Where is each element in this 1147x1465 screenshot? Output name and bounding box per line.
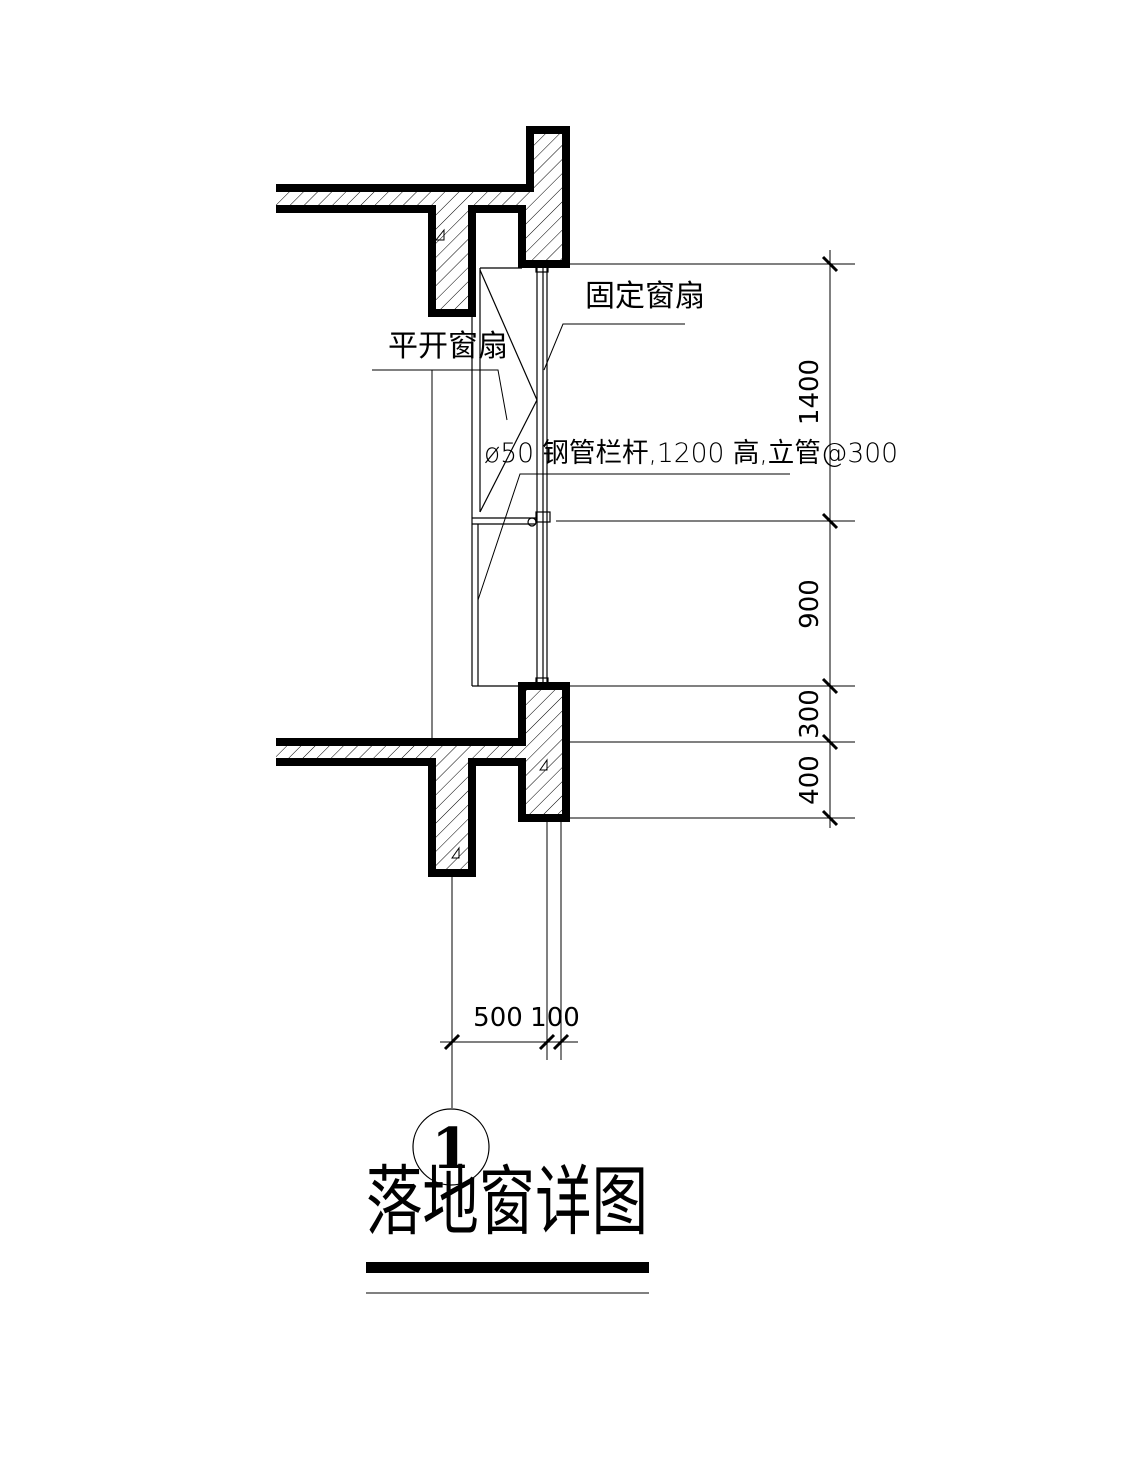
label-fixed-sash: 固定窗扇: [585, 279, 705, 314]
vertical-dimension-ticks: [821, 255, 839, 827]
dim-900: 900: [795, 579, 825, 629]
dim-1400: 1400: [795, 359, 825, 425]
detail-number-circle: [412, 1108, 490, 1186]
detail-number: 1: [432, 1116, 471, 1182]
leader-lines: [372, 323, 790, 742]
upper-slab-and-beam: [276, 126, 570, 317]
vertical-dimension-chain: [556, 250, 855, 828]
horizontal-dimension-chain: [440, 820, 578, 1108]
label-railing: ø50 钢管栏杆,1200 高,立管@300: [484, 438, 898, 469]
horizontal-dimension-ticks: [443, 1033, 570, 1051]
dim-300: 300: [795, 689, 825, 739]
label-casement-sash: 平开窗扇: [388, 329, 508, 364]
dim-100: 100: [530, 1003, 580, 1033]
drawing-title: 落地窗详图: [366, 1157, 648, 1246]
lower-slab-and-beam: [276, 682, 570, 877]
dim-400: 400: [795, 755, 825, 805]
window-frame: [471, 263, 551, 687]
title-underline-thick: [366, 1262, 649, 1273]
dim-500: 500: [473, 1003, 523, 1033]
